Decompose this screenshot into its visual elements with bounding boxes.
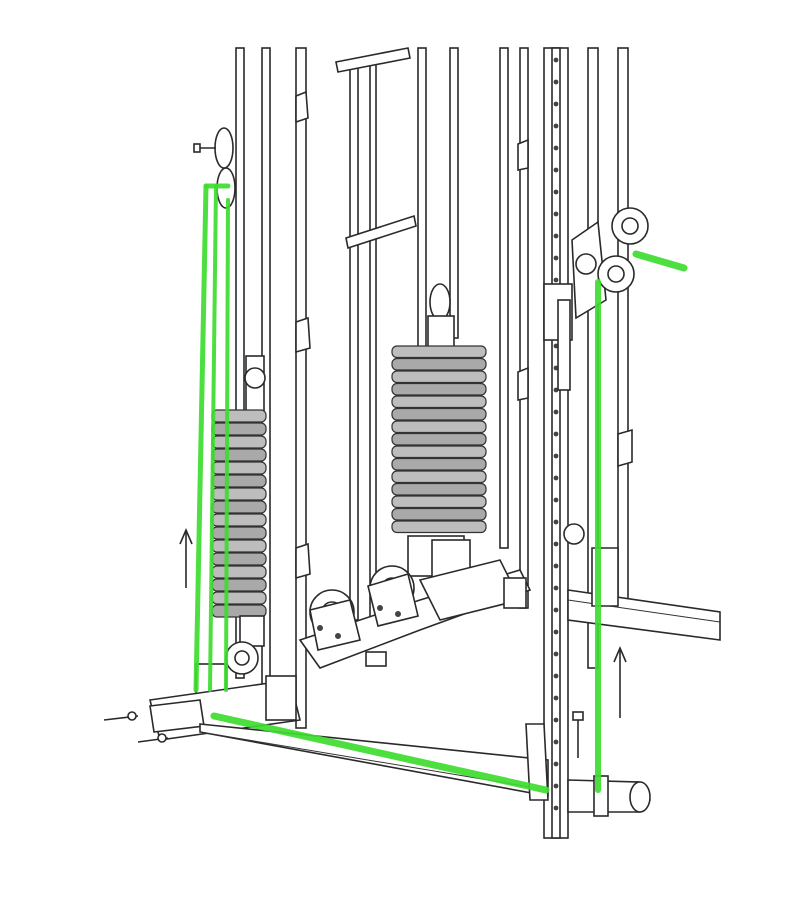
cable-highlight bbox=[193, 183, 688, 794]
weight-plate bbox=[211, 461, 267, 475]
column-hole bbox=[553, 145, 559, 151]
right-base bbox=[567, 589, 721, 813]
column-hole bbox=[553, 519, 559, 525]
weight-plate bbox=[211, 552, 267, 566]
column-hole bbox=[553, 629, 559, 635]
weight-plate bbox=[391, 357, 487, 371]
column-hole bbox=[553, 189, 559, 195]
cable-left-inner bbox=[224, 198, 230, 692]
right-upward-arrow bbox=[613, 645, 627, 718]
column-hole bbox=[553, 805, 559, 811]
column-hole bbox=[553, 673, 559, 679]
column-hole bbox=[553, 123, 559, 129]
cable-floor-run bbox=[210, 712, 550, 794]
weight-plate bbox=[391, 482, 487, 496]
column-hole bbox=[553, 651, 559, 657]
center-pulley-assembly bbox=[298, 559, 532, 669]
weight-plate bbox=[391, 445, 487, 459]
column-hole bbox=[553, 607, 559, 613]
column-hole bbox=[553, 57, 559, 63]
weight-plate bbox=[391, 520, 487, 534]
column-hole bbox=[553, 79, 559, 85]
column-hole bbox=[553, 211, 559, 217]
weight-plate bbox=[211, 578, 267, 592]
weight-plate bbox=[211, 500, 267, 514]
center-weight-stack bbox=[391, 283, 487, 593]
weight-plate bbox=[391, 407, 487, 421]
column-hole bbox=[553, 277, 559, 283]
column-hole bbox=[553, 431, 559, 437]
column-hole bbox=[553, 739, 559, 745]
column-hole bbox=[553, 387, 559, 393]
column-hole bbox=[553, 717, 559, 723]
weight-plate bbox=[211, 487, 267, 501]
weight-plate bbox=[211, 539, 267, 553]
column-hole bbox=[553, 101, 559, 107]
cable-right-handle bbox=[632, 250, 688, 272]
rear-frame bbox=[235, 47, 633, 729]
cable-left-middle bbox=[208, 184, 218, 692]
column-hole bbox=[553, 497, 559, 503]
column-hole bbox=[553, 475, 559, 481]
weight-plate bbox=[211, 448, 267, 462]
left-upward-arrow bbox=[179, 527, 193, 588]
weight-plate bbox=[391, 470, 487, 484]
column-hole bbox=[553, 409, 559, 415]
weight-plate bbox=[391, 395, 487, 409]
front-column bbox=[543, 47, 569, 839]
column-hole bbox=[553, 167, 559, 173]
cable-left-outer bbox=[193, 183, 209, 693]
weight-plate bbox=[391, 457, 487, 471]
column-hole bbox=[553, 695, 559, 701]
weight-plate bbox=[211, 435, 267, 449]
weight-plate bbox=[211, 474, 267, 488]
weight-plate bbox=[391, 370, 487, 384]
weight-plate bbox=[211, 565, 267, 579]
weight-plate bbox=[391, 420, 487, 434]
column-hole bbox=[553, 255, 559, 261]
weight-plate bbox=[391, 382, 487, 396]
column-hole bbox=[553, 343, 559, 349]
column-hole bbox=[553, 233, 559, 239]
weight-plate bbox=[211, 526, 267, 540]
weight-plate bbox=[211, 513, 267, 527]
weight-plate bbox=[391, 495, 487, 509]
column-hole bbox=[553, 761, 559, 767]
weight-plate bbox=[391, 507, 487, 521]
column-hole bbox=[553, 563, 559, 569]
weight-plate bbox=[391, 432, 487, 446]
weight-plate bbox=[211, 409, 267, 423]
weight-plate bbox=[391, 345, 487, 359]
column-hole bbox=[553, 585, 559, 591]
column-hole bbox=[553, 783, 559, 789]
weight-plate bbox=[211, 422, 267, 436]
column-holes bbox=[553, 57, 559, 811]
weight-plate bbox=[211, 591, 267, 605]
column-hole bbox=[553, 541, 559, 547]
column-hole bbox=[553, 365, 559, 371]
column-hole bbox=[553, 453, 559, 459]
